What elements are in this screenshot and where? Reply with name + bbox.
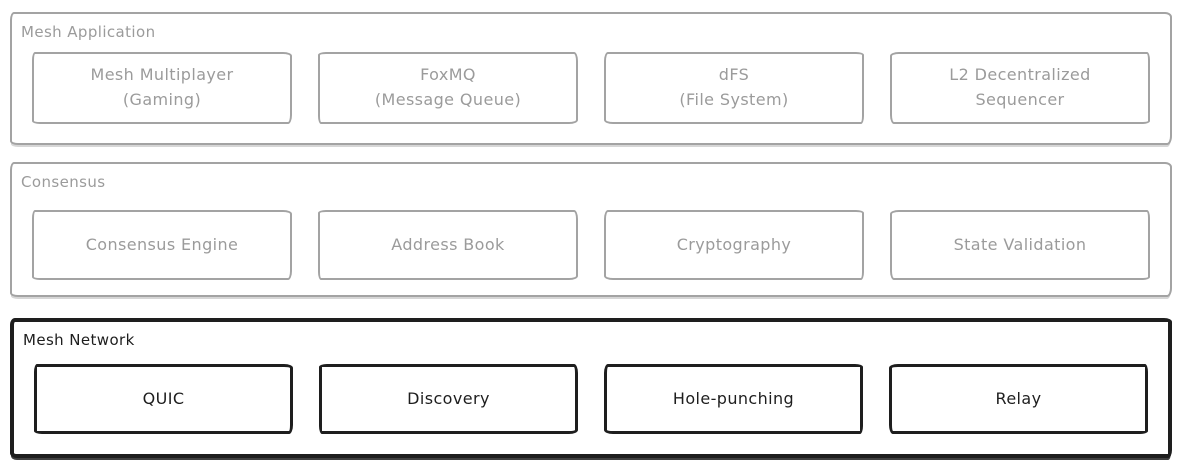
node-label: QUIC <box>142 388 185 408</box>
node-label: Cryptography <box>676 234 792 254</box>
node-sublabel: (Gaming) <box>122 90 202 109</box>
node-cryptography: Cryptography <box>604 210 864 280</box>
node-label: dFS <box>718 65 750 85</box>
node-label: L2 Decentralized <box>949 65 1091 85</box>
layer-boxes: Mesh Multiplayer (Gaming) FoxMQ (Message… <box>32 52 1150 124</box>
layer-label-mesh-network: Mesh Network <box>23 331 135 349</box>
node-label: Hole-punching <box>672 388 795 408</box>
node-address-book: Address Book <box>318 210 578 280</box>
layer-label-mesh-application: Mesh Application <box>21 23 156 41</box>
layer-label-consensus: Consensus <box>21 173 106 191</box>
node-mesh-multiplayer: Mesh Multiplayer (Gaming) <box>32 52 292 124</box>
node-dfs: dFS (File System) <box>604 52 864 124</box>
layer-mesh-application: Mesh Application Mesh Multiplayer (Gamin… <box>10 12 1172 145</box>
node-sublabel: (Message Queue) <box>374 90 522 109</box>
node-state-validation: State Validation <box>890 210 1150 280</box>
node-sublabel: Sequencer <box>975 90 1065 109</box>
node-label: Consensus Engine <box>85 234 239 254</box>
node-quic: QUIC <box>34 364 293 434</box>
node-label: Address Book <box>391 234 505 254</box>
node-label: Discovery <box>407 388 490 408</box>
layer-boxes: QUIC Discovery Hole-punching Relay <box>34 364 1148 434</box>
layer-consensus: Consensus Consensus Engine Address Book … <box>10 162 1172 297</box>
node-hole-punching: Hole-punching <box>604 364 863 434</box>
node-consensus-engine: Consensus Engine <box>32 210 292 280</box>
node-foxmq: FoxMQ (Message Queue) <box>318 52 578 124</box>
layer-mesh-network: Mesh Network QUIC Discovery Hole-punchin… <box>10 318 1172 458</box>
node-label: Relay <box>995 388 1042 408</box>
node-l2-decentralized-sequencer: L2 Decentralized Sequencer <box>890 52 1150 124</box>
layer-boxes: Consensus Engine Address Book Cryptograp… <box>32 210 1150 280</box>
node-relay: Relay <box>889 364 1148 434</box>
node-label: Mesh Multiplayer <box>90 65 234 85</box>
node-label: FoxMQ <box>420 65 476 85</box>
node-discovery: Discovery <box>319 364 578 434</box>
node-label: State Validation <box>953 234 1087 254</box>
node-sublabel: (File System) <box>679 90 789 109</box>
